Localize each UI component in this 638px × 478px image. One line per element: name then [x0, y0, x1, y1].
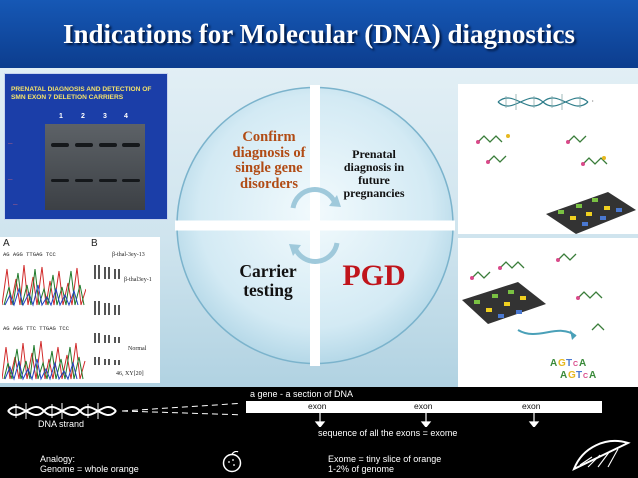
gel-box: [45, 124, 145, 210]
exome-analogy-label: Exome = tiny slice of orange: [328, 454, 442, 464]
quadrant-pgd: PGD: [342, 259, 406, 292]
karyotype-label: β-thal3ey-1: [124, 277, 152, 283]
svg-text:A: A: [560, 370, 567, 381]
title-bar: Indications for Molecular (DNA) diagnost…: [0, 0, 638, 68]
exome-definition-label: sequence of all the exons = exome: [318, 428, 458, 438]
quadrant-confirm-diagnosis: Confirm diagnosis of single gene disorde…: [232, 129, 306, 192]
svg-text:G: G: [558, 358, 566, 369]
svg-text:C: C: [573, 361, 578, 368]
slide-title: Indications for Molecular (DNA) diagnost…: [63, 18, 575, 49]
gel-lane-label: 1: [59, 113, 63, 120]
quadrant-carrier-testing: Carrier testing: [239, 261, 297, 300]
dna-hybridization-image-top: •: [458, 84, 638, 234]
panel-b-label: B: [91, 238, 98, 249]
analogy-label: Analogy:: [40, 454, 76, 464]
gel-lane-label: 3: [103, 113, 107, 120]
chromatogram-trace-bottom: [2, 340, 86, 381]
exon-label: exon: [522, 401, 541, 411]
svg-text:A: A: [579, 358, 586, 369]
dna-strand-label: DNA strand: [38, 419, 85, 429]
chromatogram-karyotype-image: A B AG AGG TTGAG TCC AG AGG TTC TTGAG TC…: [0, 237, 160, 383]
exon-label: exon: [414, 401, 433, 411]
dna-top-caption: •: [592, 98, 594, 103]
exon-bar: exon exon exon: [246, 401, 602, 413]
exon-arrows: [314, 413, 540, 427]
gene-label: a gene - a section of DNA: [250, 389, 354, 399]
svg-text:T: T: [576, 370, 582, 381]
karyotype-label: Normal: [128, 346, 147, 352]
panel-a-label: A: [3, 238, 10, 249]
gel-marker: —: [13, 202, 18, 207]
karyotype-chromosomes: [94, 265, 120, 365]
gel-title: PRENATAL DIAGNOSIS AND DETECTION OF SMN …: [11, 86, 152, 101]
sequence-bottom: AG AGG TTC TTGAG TCC: [3, 325, 70, 332]
svg-text:A: A: [589, 370, 596, 381]
svg-text:C: C: [583, 373, 588, 380]
gel-lane-label: 2: [81, 113, 85, 120]
sequence-top: AG AGG TTGAG TCC: [3, 251, 56, 258]
chromatogram-trace-top: [2, 264, 86, 307]
svg-text:G: G: [568, 370, 576, 381]
quadrant-prenatal-diagnosis: Prenatal diagnosis in future pregnancies: [343, 147, 405, 200]
exon-label: exon: [308, 401, 327, 411]
whole-orange-icon: [222, 451, 242, 473]
indications-circle-diagram: Confirm diagnosis of single gene disorde…: [175, 85, 455, 366]
svg-text:A: A: [550, 358, 557, 369]
orange-slice-icon: [572, 440, 631, 472]
circle-graphic: [175, 85, 455, 366]
karyotype-label: β-thal-3ey-13: [112, 252, 145, 258]
exome-analogy-band: a gene - a section of DNA exon exon exon…: [0, 387, 638, 478]
gel-marker: —: [8, 177, 13, 182]
dna-strand-icon: [7, 402, 240, 419]
dna-hybridization-image-bottom: A G T C A A G T C A: [458, 238, 638, 388]
dna-bottom-illustration: A G T C A A G T C A: [462, 253, 605, 381]
svg-text:T: T: [566, 358, 572, 369]
genome-analogy-label: Genome = whole orange: [40, 464, 139, 474]
gel-lane-label: 4: [124, 113, 128, 120]
karyotype-formula: 46, XY[20]: [116, 371, 144, 377]
exome-percent-label: 1-2% of genome: [328, 464, 395, 474]
gel-marker: —: [8, 141, 13, 146]
gel-electrophoresis-image: PRENATAL DIAGNOSIS AND DETECTION OF SMN …: [4, 73, 168, 220]
dna-top-illustration: [476, 94, 636, 234]
